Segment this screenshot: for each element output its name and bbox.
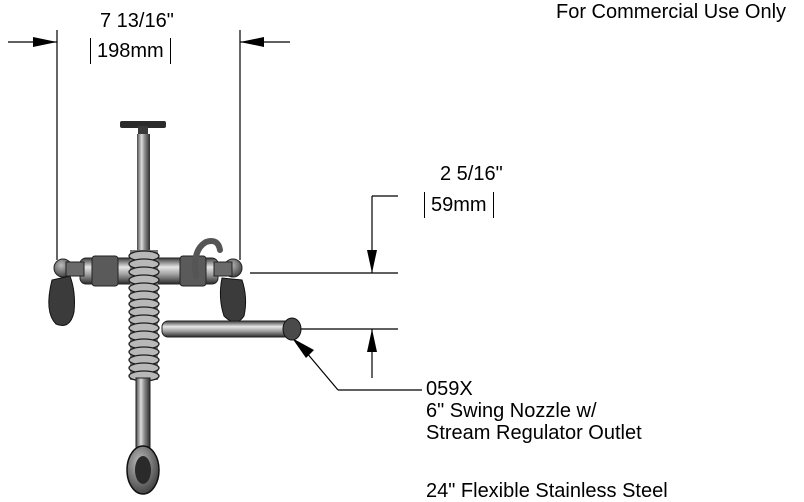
height-dimension [250,195,398,378]
nozzle-part-number: 059X [426,378,473,400]
nozzle-description-line1: 6" Swing Nozzle w/ [426,400,597,422]
width-metric-label: 198mm [90,38,171,64]
nozzle-description-line2: Stream Regulator Outlet [426,422,642,444]
width-dimension [8,30,290,260]
height-imperial-label: 2 5/16" [440,163,503,185]
hose-description: 24" Flexible Stainless Steel [426,480,668,502]
spring-coil [128,250,160,382]
commercial-use-notice: For Commercial Use Only [556,1,787,23]
width-imperial-label: 7 13/16" [100,10,174,32]
height-metric-label: 59mm [424,192,494,218]
faucet-assembly [48,121,302,495]
nozzle-leader [292,338,422,391]
